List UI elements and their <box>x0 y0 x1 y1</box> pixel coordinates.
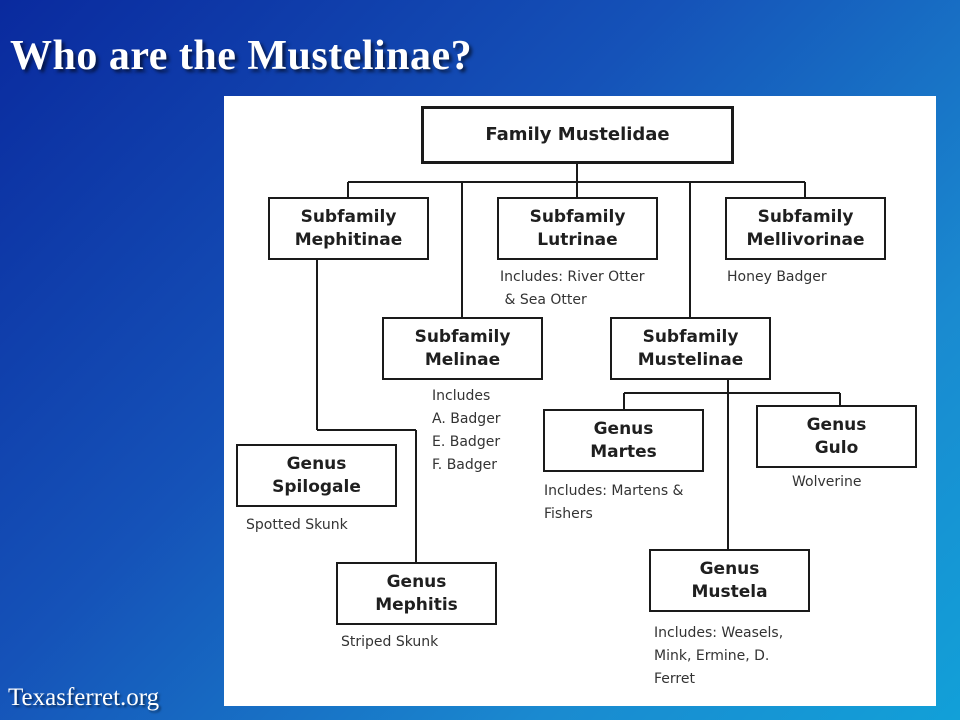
box-label: Genus <box>286 453 347 474</box>
genus-spilogale-box: Genus Spilogale <box>236 444 397 507</box>
box-label: Subfamily <box>642 326 739 347</box>
genus-mustela-box: Genus Mustela <box>649 549 810 612</box>
subfamily-melinae-box: Subfamily Melinae <box>382 317 543 380</box>
family-mustelidae-box: Family Mustelidae <box>421 106 734 164</box>
box-label: Genus <box>386 571 447 592</box>
box-label: Subfamily <box>300 206 397 227</box>
box-label: Family Mustelidae <box>485 123 670 145</box>
box-label: Genus <box>699 558 760 579</box>
box-label: Genus <box>806 414 867 435</box>
box-label: Mephitis <box>375 594 458 615</box>
box-label: Lutrinae <box>537 229 618 250</box>
slide-title: Who are the Mustelinae? <box>10 33 473 79</box>
spilogale-note: Spotted Skunk <box>246 517 348 533</box>
box-label: Genus <box>593 418 654 439</box>
melinae-note: Includes A. Badger E. Badger F. Badger <box>432 388 501 473</box>
box-label: Subfamily <box>757 206 854 227</box>
box-label: Subfamily <box>414 326 511 347</box>
box-label: Gulo <box>814 437 859 458</box>
genus-gulo-box: Genus Gulo <box>756 405 917 468</box>
box-label: Melinae <box>424 349 501 370</box>
box-label: Spilogale <box>272 476 361 497</box>
genus-martes-box: Genus Martes <box>543 409 704 472</box>
box-label: Subfamily <box>529 206 626 227</box>
box-label: Mephitinae <box>294 229 403 250</box>
subfamily-mustelinae-box: Subfamily Mustelinae <box>610 317 771 380</box>
subfamily-lutrinae-box: Subfamily Lutrinae <box>497 197 658 260</box>
gulo-note: Wolverine <box>792 474 862 490</box>
taxonomy-diagram: Family Mustelidae Subfamily Mephitinae S… <box>224 96 936 706</box>
genus-mephitis-box: Genus Mephitis <box>336 562 497 625</box>
footer-source: Texasferret.org <box>8 684 160 711</box>
connector-lines <box>316 163 841 562</box>
subfamily-mellivorinae-box: Subfamily Mellivorinae <box>725 197 886 260</box>
mephitis-note: Striped Skunk <box>341 634 439 650</box>
box-label: Mustelinae <box>637 349 744 370</box>
subfamily-mephitinae-box: Subfamily Mephitinae <box>268 197 429 260</box>
box-label: Martes <box>590 441 657 462</box>
mellivorinae-note: Honey Badger <box>727 269 827 285</box>
box-label: Mustela <box>691 581 768 602</box>
mustela-note: Includes: Weasels, Mink, Ermine, D. Ferr… <box>654 625 784 687</box>
lutrinae-note: Includes: River Otter & Sea Otter <box>500 269 645 308</box>
box-label: Mellivorinae <box>746 229 865 250</box>
martes-note: Includes: Martens & Fishers <box>544 483 684 522</box>
